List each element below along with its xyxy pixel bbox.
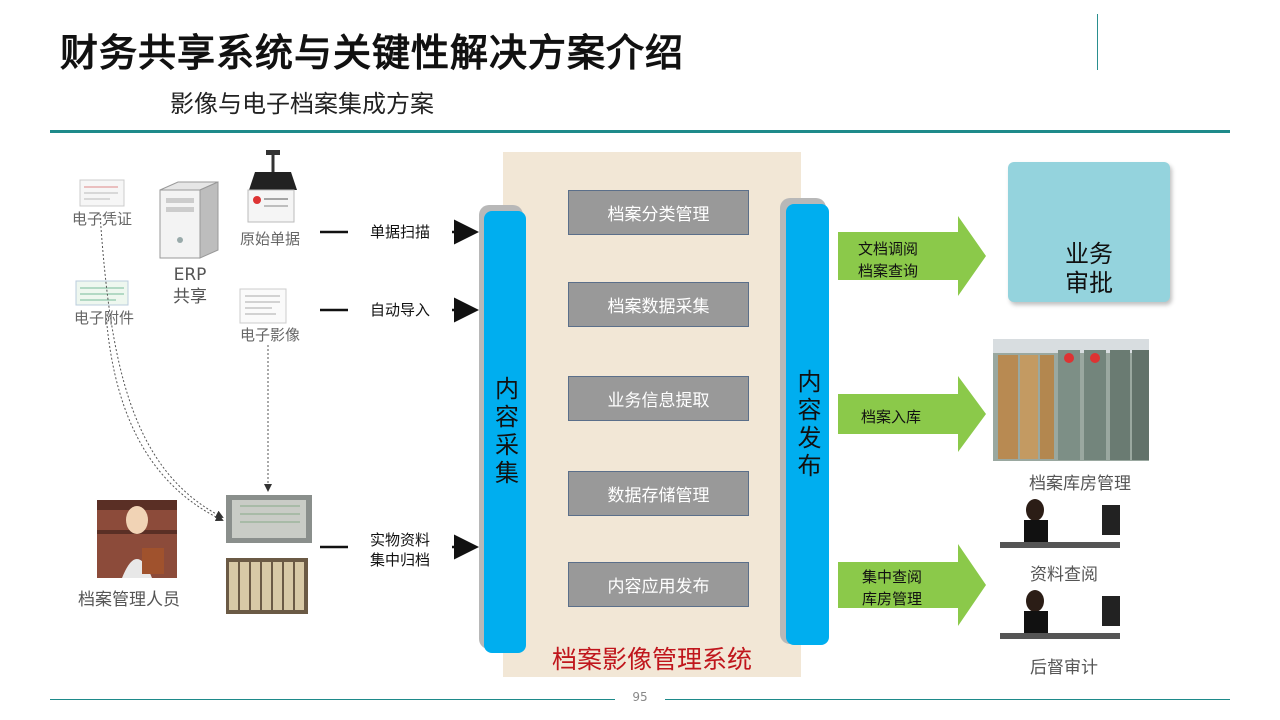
e-voucher-image [79,179,125,207]
erp-server-icon [159,181,219,259]
header-divider [50,130,1230,133]
arrow1-line1: 文档调阅 [858,240,919,258]
arrow3-label: 集中查阅 库房管理 [862,566,922,610]
audit-caption: 后督审计 [1030,658,1098,678]
e-image-document [239,288,287,324]
business-approval-box [1008,162,1170,302]
footer-divider-left [50,699,615,700]
approval-line2: 审批 [1065,269,1113,297]
header-divider-vertical [1097,14,1098,70]
business-approval-label: 业务 审批 [1008,240,1170,298]
e-attachment-image [75,280,129,306]
content-collect-label: 内容采集 [490,376,519,488]
flow-physical-line2: 集中归档 [369,551,430,569]
erp-label-line2: 共享 [173,287,207,307]
system-label: 档案影像管理系统 [551,645,752,674]
arrow3-line2: 库房管理 [862,590,923,608]
e-image-label: 电子影像 [240,326,301,344]
process-step-1: 档案分类管理 [568,190,749,235]
paper-files-photo [226,495,312,543]
archive-staff-label: 档案管理人员 [78,590,180,610]
process-step-5: 内容应用发布 [568,562,749,607]
content-publish-pillar: 内容发布 [786,204,829,645]
arrow3-line1: 集中查阅 [862,568,923,586]
warehouse-caption: 档案库房管理 [1029,474,1131,494]
process-step-4: 数据存储管理 [568,471,749,516]
query-caption: 资料查阅 [1030,565,1098,585]
archive-boxes-photo [226,558,308,614]
content-publish-label: 内容发布 [793,368,821,481]
arrow1-line2: 档案查询 [858,262,919,280]
query-photo [995,497,1129,555]
approval-line1: 业务 [1065,240,1113,268]
audit-photo [995,588,1129,646]
page-number: 95 [632,690,648,704]
archive-staff-photo [97,500,177,578]
arrow1-label: 文档调阅 档案查询 [858,238,918,282]
content-collect-pillar: 内容采集 [484,211,526,653]
e-attachment-label: 电子附件 [74,309,135,327]
flow-physical-archive-label: 实物资料 集中归档 [352,530,448,570]
process-step-3: 业务信息提取 [568,376,749,421]
flow-arrows [320,219,479,560]
original-document-image [247,150,297,223]
flow-auto-import-label: 自动导入 [369,301,430,319]
erp-label: ERP 共享 [168,264,212,308]
flow-physical-line1: 实物资料 [369,531,430,549]
dotted-connectors [99,213,272,521]
footer-divider-right [665,699,1230,700]
page-title: 财务共享系统与关键性解决方案介绍 [60,31,685,75]
erp-label-line1: ERP [173,265,207,285]
page-subtitle: 影像与电子档案集成方案 [170,90,434,118]
warehouse-photo [993,339,1149,461]
flow-scan-label: 单据扫描 [369,223,430,241]
process-step-2: 档案数据采集 [568,282,749,327]
e-voucher-label: 电子凭证 [72,210,133,228]
green-arrows [838,216,986,626]
original-document-label: 原始单据 [240,230,301,248]
arrow2-label: 档案入库 [861,408,922,426]
